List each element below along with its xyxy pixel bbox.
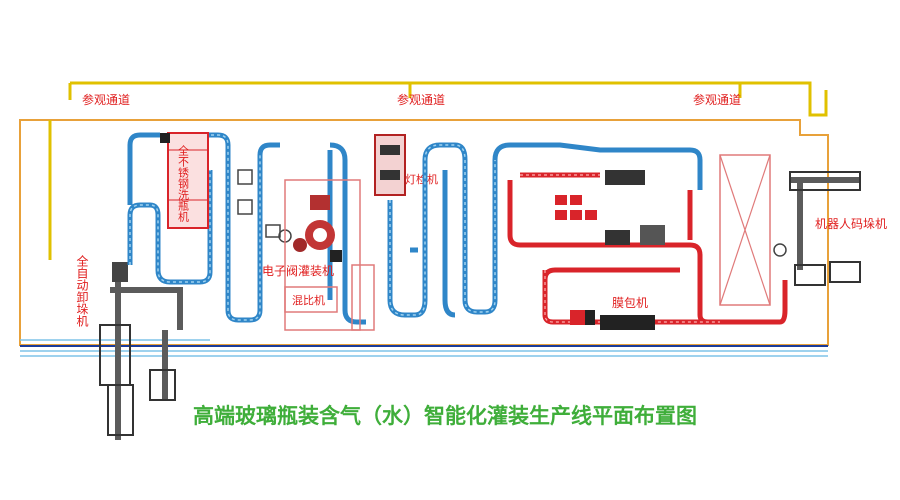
- shrink-wrapper-label: 膜包机: [612, 296, 648, 310]
- floor-lines: [20, 339, 828, 357]
- robot-palletizer-label: 机器人码垛机: [815, 216, 887, 231]
- mixer-machine: [284, 264, 375, 331]
- filler-machine: [284, 179, 361, 331]
- visitor-passage-label: 参观通道: [693, 92, 741, 107]
- bottle-washer-label: 全不锈钢洗瓶机: [177, 144, 190, 222]
- red-line-equipment: [555, 170, 665, 330]
- filler-label: 电子阀灌装机: [262, 264, 334, 278]
- mixer-label: 混比机: [292, 293, 325, 307]
- light-inspection-machine: [374, 134, 406, 196]
- diagram-title: 高端玻璃瓶装含气（水）智能化灌装生产线平面布置图: [193, 404, 697, 428]
- unpacker-label: 全自动卸垛机: [75, 254, 89, 327]
- visitor-passage-label: 参观通道: [82, 92, 130, 107]
- bottle-washer-machine: [160, 132, 209, 229]
- red-conveyor-right: [507, 165, 788, 325]
- visitor-passage-label: 参观通道: [397, 92, 445, 107]
- robot-palletizer-machine: [773, 171, 861, 286]
- unpacker-machine: [99, 262, 183, 440]
- pallet-storage-area: [719, 154, 771, 306]
- auxiliary-equipment: [237, 169, 292, 243]
- visitor-passage-labels: 参观通道 参观通道 参观通道: [82, 92, 741, 107]
- light-inspection-label: 灯检机: [405, 172, 438, 186]
- blue-conveyor-center: [387, 142, 703, 318]
